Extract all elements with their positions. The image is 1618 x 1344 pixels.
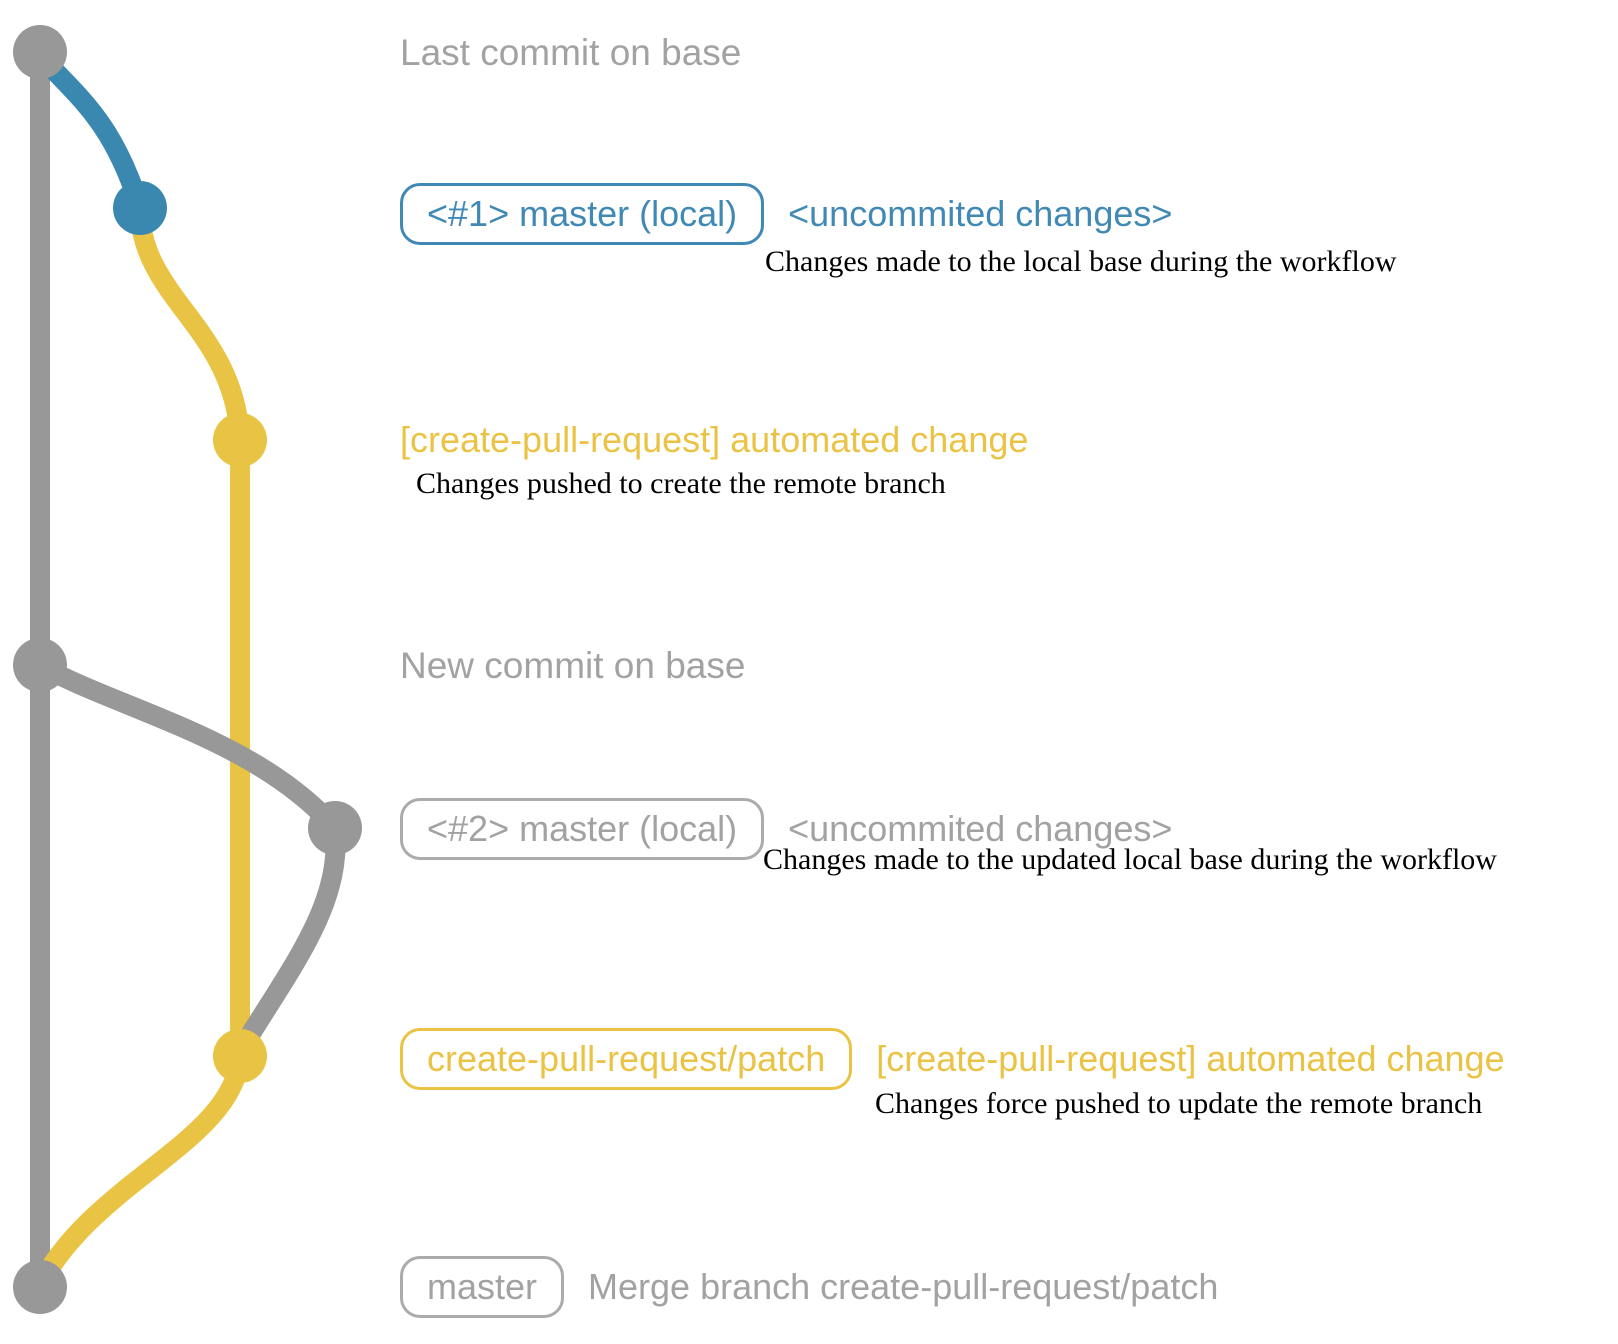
description-local-changes-2: Changes made to the updated local base d…	[763, 843, 1497, 876]
row-patch-branch: create-pull-request/patch [create-pull-r…	[400, 1028, 1505, 1090]
branch-pill-master-local-2: <#2> master (local)	[400, 798, 765, 860]
patch-branch-edge-top	[130, 214, 250, 441]
commit-dot-merge	[13, 1260, 67, 1314]
branch-pill-master: master	[400, 1256, 565, 1318]
commit-dot-last-base	[13, 25, 67, 79]
note-new-commit-on-base: New commit on base	[400, 645, 746, 686]
commit-dot-patch-1	[213, 413, 267, 467]
commit-dot-local-1	[113, 181, 167, 235]
commit-message-uncommited-1: <uncommited changes>	[788, 193, 1173, 234]
row-master-merge: master Merge branch create-pull-request/…	[400, 1256, 1218, 1318]
commit-dot-patch-2	[213, 1029, 267, 1083]
commit-message-uncommited-2: <uncommited changes>	[788, 808, 1173, 849]
description-force-pushed: Changes force pushed to update the remot…	[875, 1087, 1483, 1120]
commit-dot-local-2	[308, 801, 362, 855]
local-changes-edge-blue	[32, 48, 150, 211]
commit-dot-new-base	[13, 638, 67, 692]
row-master-local-2: <#2> master (local) <uncommited changes>	[400, 798, 1172, 860]
branch-pill-patch: create-pull-request/patch	[400, 1028, 853, 1090]
branch-pill-master-local-1: <#1> master (local)	[400, 183, 765, 245]
merge-edge-yellow	[35, 1056, 250, 1284]
commit-message-merge: Merge branch create-pull-request/patch	[588, 1266, 1219, 1307]
description-pushed-create: Changes pushed to create the remote bran…	[416, 467, 946, 500]
local-changes-edge-in	[233, 831, 346, 1054]
description-local-changes-1: Changes made to the local base during th…	[765, 245, 1397, 278]
commit-message-automated-1: [create-pull-request] automated change	[400, 419, 1029, 460]
commit-message-automated-2: [create-pull-request] automated change	[876, 1038, 1505, 1079]
git-graph	[13, 25, 362, 1314]
note-last-commit-on-base: Last commit on base	[400, 32, 742, 73]
row-master-local-1: <#1> master (local) <uncommited changes>	[400, 183, 1172, 245]
local-changes-edge-out	[35, 656, 341, 833]
